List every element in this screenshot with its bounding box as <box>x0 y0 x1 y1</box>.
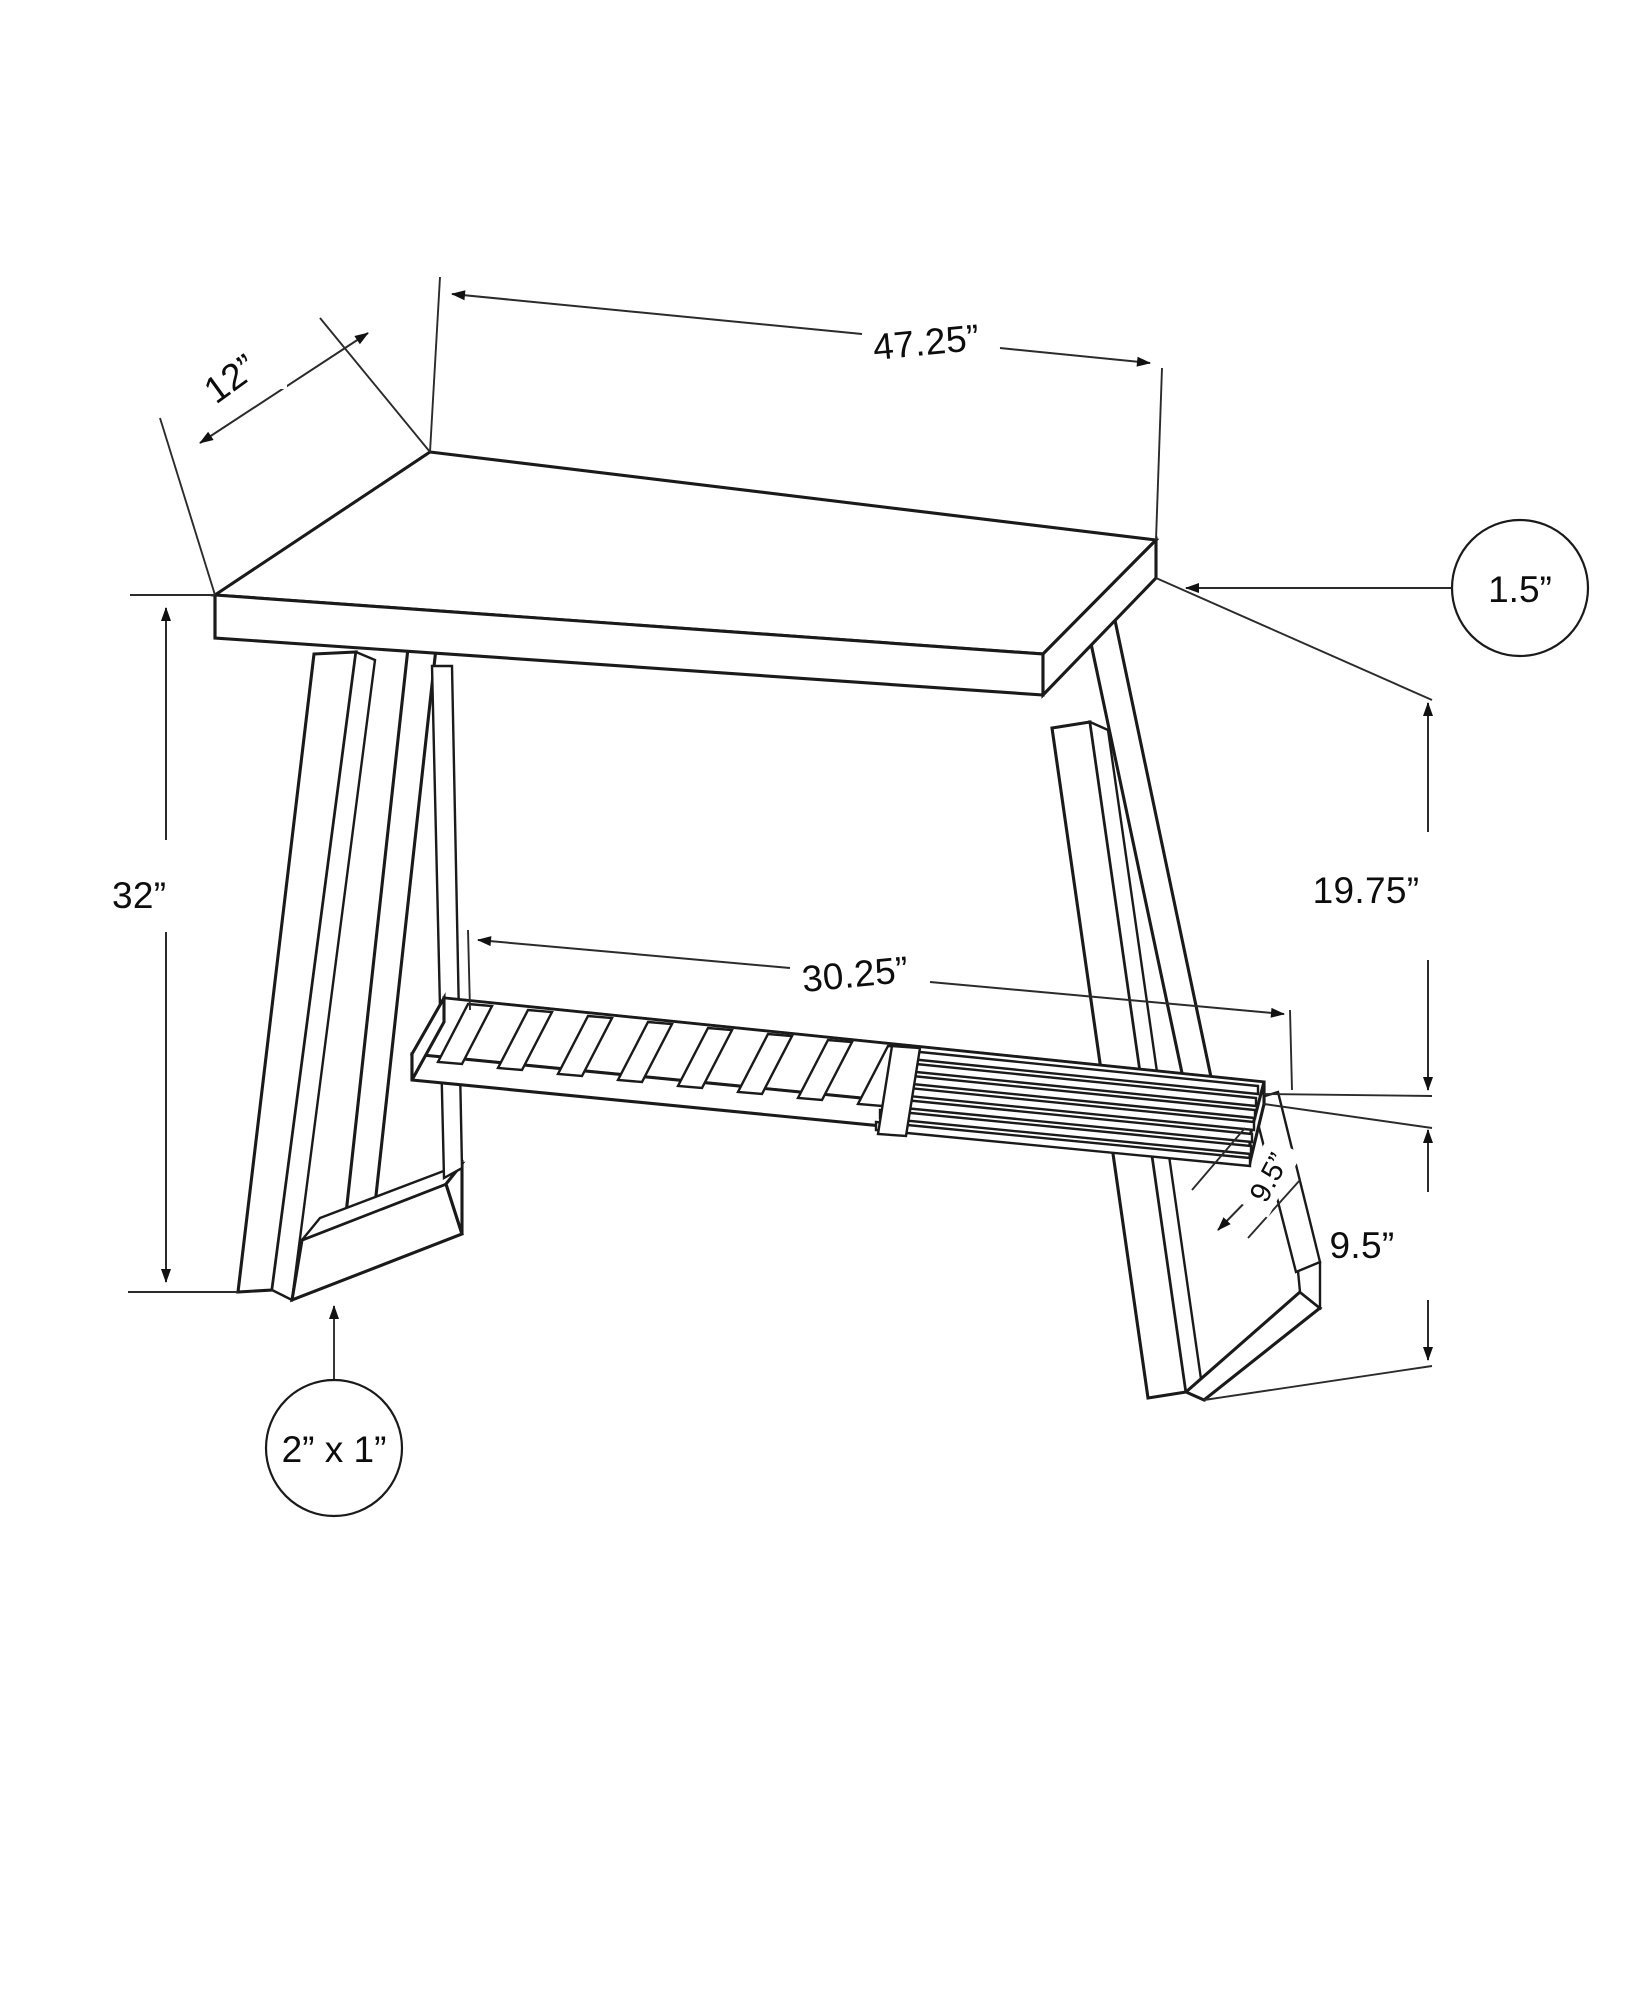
dim-label-15in: 1.5” <box>1488 569 1552 610</box>
tabletop-right-edge <box>1041 536 1158 699</box>
dim-tabletop-width: 47.25” <box>429 276 1163 541</box>
dim-leg-profile: 2” x 1” <box>128 1291 404 1518</box>
cross-slat <box>496 1008 554 1072</box>
right-foot-rail <box>1183 1289 1323 1402</box>
dim-label-2x1in: 2” x 1” <box>282 1429 387 1470</box>
balloon-leg-profile <box>264 1378 404 1518</box>
cross-slat <box>436 1002 494 1066</box>
left-leg-assembly <box>236 628 466 1303</box>
dim-shelf-to-floor: 9.5” <box>1203 1103 1433 1401</box>
cross-slat <box>736 1032 794 1096</box>
table-top <box>210 450 1160 699</box>
dim-overall-height: 32” <box>112 594 238 1293</box>
balloon-thickness <box>1450 518 1590 658</box>
cross-slat <box>676 1026 734 1090</box>
dim-label-3025in: 30.25” <box>800 949 910 1000</box>
slat-transition-block <box>876 1044 922 1138</box>
cross-slat <box>616 1020 674 1084</box>
dim-label-32in: 32” <box>112 875 166 916</box>
dim-label-1975in: 19.75” <box>1313 870 1420 911</box>
dim-label-95in-floor: 9.5” <box>1330 1225 1395 1266</box>
dim-tabletop-depth: 12” <box>159 317 431 596</box>
left-inner-upright <box>444 1159 464 1235</box>
right-leg-assembly <box>1050 566 1323 1402</box>
dim-label-4725in: 47.25” <box>871 317 981 368</box>
cross-slat <box>556 1014 614 1078</box>
shelf-longitudinal-slats <box>874 1048 1260 1168</box>
dim-tabletop-thickness: 1.5” <box>1185 518 1590 658</box>
left-leg-inner-post <box>430 664 464 1181</box>
cross-slat <box>796 1038 854 1102</box>
shelf-left-end <box>410 992 446 1081</box>
dim-shelf-width: 30.25” <box>467 929 1293 1091</box>
table-object <box>210 450 1323 1402</box>
dim-top-to-shelf: 19.75” <box>1155 577 1433 1097</box>
